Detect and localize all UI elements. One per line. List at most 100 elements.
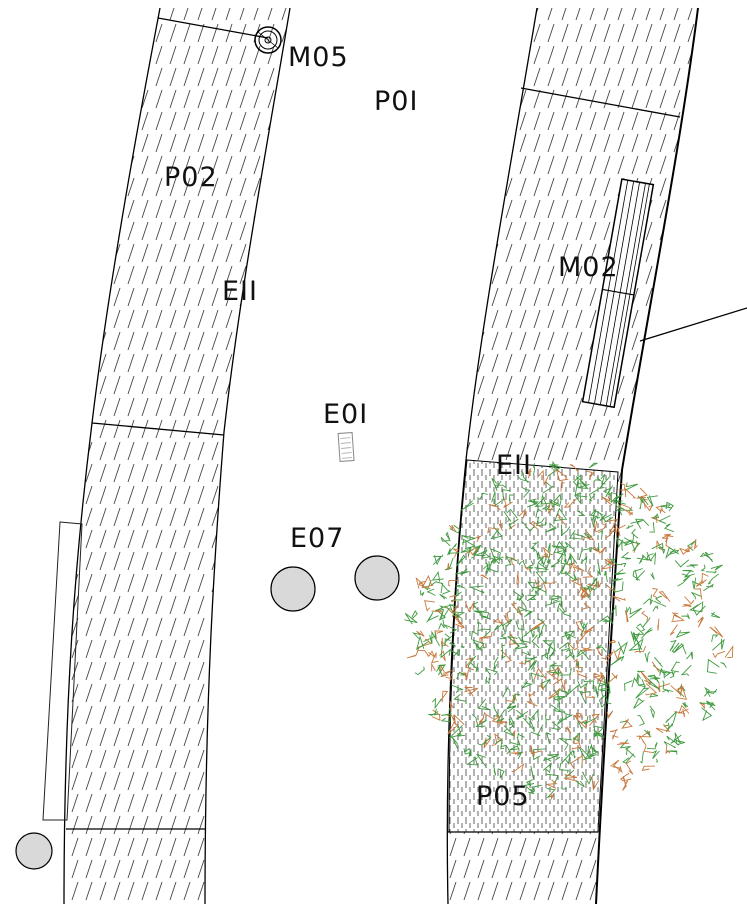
foliage-stroke: [527, 468, 532, 479]
foliage-stroke: [437, 664, 446, 676]
foliage-stroke: [470, 585, 485, 594]
foliage-stroke: [653, 513, 660, 519]
foliage-stroke: [448, 579, 458, 587]
foliage-stroke: [636, 672, 641, 682]
foliage-stroke: [531, 634, 540, 649]
foliage-stroke: [555, 467, 569, 482]
foliage-stroke: [610, 604, 617, 617]
foliage-stroke: [480, 574, 489, 580]
foliage-stroke: [529, 789, 535, 794]
foliage-stroke: [434, 708, 437, 716]
foliage-stroke: [550, 460, 560, 473]
foliage-stroke: [484, 667, 499, 676]
foliage-stroke: [573, 714, 584, 723]
foliage-stroke: [554, 507, 568, 522]
foliage-stroke: [492, 618, 504, 627]
foliage-stroke: [453, 693, 467, 704]
foliage-stroke: [547, 542, 551, 556]
foliage-stroke: [461, 534, 477, 544]
foliage-stroke: [599, 546, 606, 555]
foliage-stroke: [528, 691, 536, 697]
foliage-stroke: [432, 554, 444, 557]
foliage-stroke: [420, 590, 425, 597]
bollard-icon: [270, 566, 316, 612]
foliage-stroke: [562, 541, 574, 550]
foliage-stroke: [440, 582, 451, 595]
foliage-stroke: [488, 557, 494, 569]
foliage-stroke: [674, 559, 690, 568]
foliage-stroke: [618, 503, 634, 515]
foliage-stroke: [549, 662, 563, 674]
foliage-stroke: [699, 552, 714, 561]
foliage-stroke: [564, 750, 573, 765]
foliage-stroke: [595, 644, 607, 653]
foliage-stroke: [557, 547, 566, 563]
foliage-stroke: [412, 632, 421, 639]
foliage-stroke: [567, 562, 574, 574]
foliage-stroke: [646, 495, 659, 507]
foliage-stroke: [587, 743, 594, 757]
foliage-stroke: [583, 679, 595, 690]
foliage-stroke: [522, 609, 534, 618]
foliage-stroke: [644, 729, 652, 738]
foliage-stroke: [426, 588, 436, 596]
label-m05: M05: [288, 42, 349, 73]
foliage-stroke: [560, 667, 572, 676]
foliage-stroke: [509, 633, 519, 648]
foliage-stroke: [610, 759, 621, 769]
foliage-stroke: [516, 597, 527, 608]
foliage-stroke: [707, 573, 720, 585]
foliage-stroke: [530, 765, 534, 780]
foliage-stroke: [502, 489, 511, 501]
foliage-stroke: [631, 676, 639, 688]
foliage-stroke: [547, 754, 559, 760]
foliage-stroke: [536, 521, 548, 527]
foliage-stroke: [559, 641, 570, 652]
foliage-stroke: [665, 501, 674, 512]
foliage-stroke: [455, 568, 469, 575]
foliage-stroke: [498, 720, 508, 727]
foliage-stroke: [449, 724, 463, 739]
foliage-stroke: [445, 531, 451, 541]
foliage-stroke: [612, 577, 624, 582]
foliage-stroke: [509, 745, 520, 751]
foliage-stroke: [573, 658, 583, 669]
foliage-stroke: [590, 515, 599, 529]
foliage-stroke: [671, 612, 685, 623]
foliage-stroke: [462, 538, 477, 550]
foliage-stroke: [524, 656, 538, 664]
foliage-stroke: [614, 765, 623, 774]
foliage-stroke: [515, 709, 529, 720]
foliage-stroke: [467, 655, 477, 668]
foliage-stroke: [621, 718, 633, 729]
foliage-stroke: [531, 624, 545, 639]
foliage-stroke: [508, 518, 519, 530]
foliage-stroke: [671, 642, 680, 653]
foliage-stroke: [701, 707, 713, 722]
foliage-stroke: [527, 660, 537, 671]
label-p01: P0I: [374, 86, 418, 117]
foliage-stroke: [637, 715, 645, 726]
foliage-stroke: [601, 495, 613, 506]
foliage-stroke: [415, 576, 425, 589]
foliage-stroke: [447, 543, 460, 554]
foliage-stroke: [557, 513, 566, 525]
foliage-stroke: [598, 475, 611, 490]
foliage-stroke: [531, 547, 542, 560]
foliage-stroke: [579, 586, 590, 599]
label-e11-right: EII: [496, 450, 532, 481]
foliage-stroke: [610, 655, 625, 666]
foliage-stroke: [606, 485, 613, 496]
foliage-stroke: [567, 639, 579, 651]
foliage-stroke: [578, 690, 590, 704]
foliage-stroke: [583, 686, 596, 699]
foliage-stroke: [546, 555, 551, 569]
foliage-stroke: [451, 611, 466, 620]
foliage-stroke: [625, 606, 631, 614]
foliage-stroke: [624, 487, 637, 499]
foliage-stroke: [542, 481, 554, 494]
foliage-stroke: [569, 755, 583, 770]
foliage-stroke: [404, 613, 418, 625]
label-p02: P02: [164, 162, 218, 193]
label-p05: P05: [476, 781, 530, 812]
